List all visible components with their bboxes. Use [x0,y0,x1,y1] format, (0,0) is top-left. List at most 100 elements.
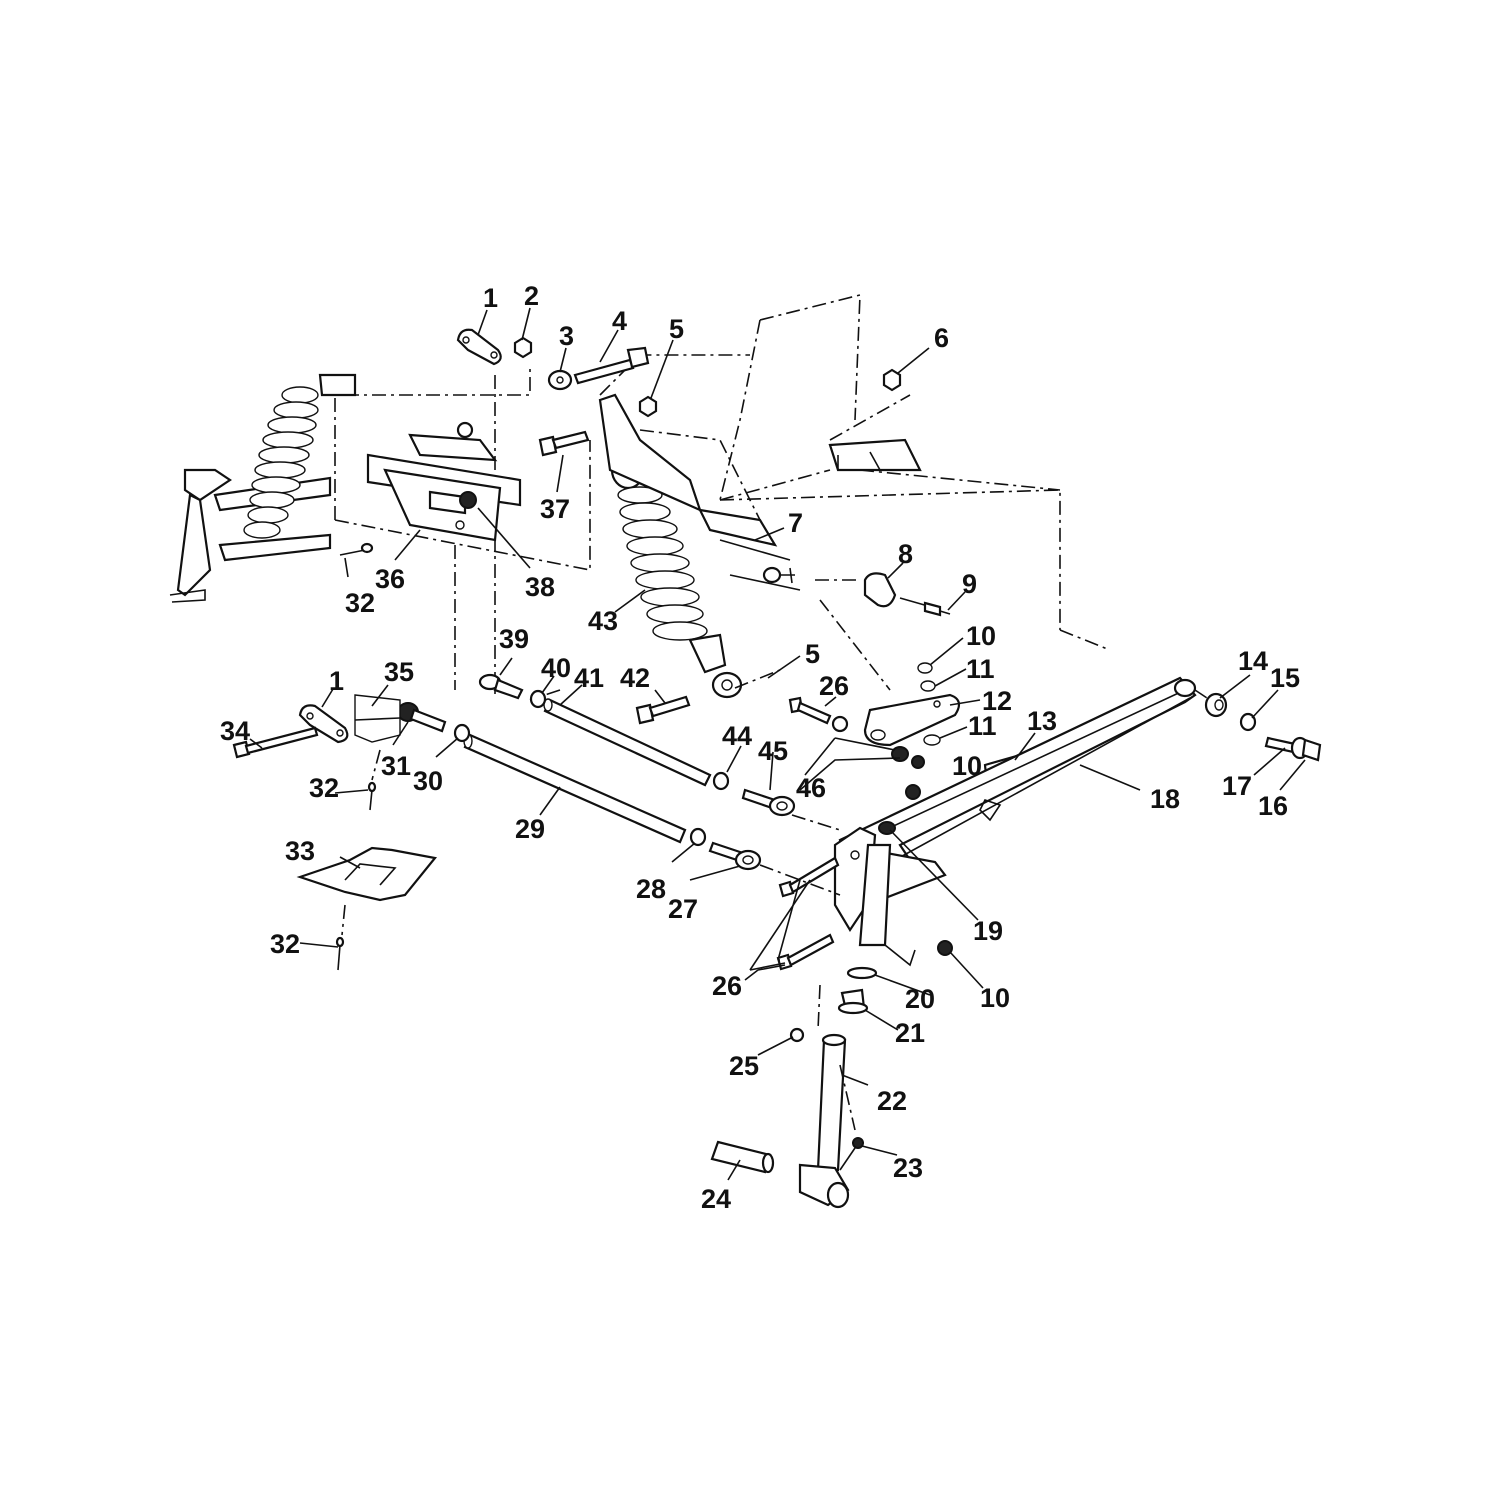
link-plate-1-lower [298,704,349,744]
bushing-21 [837,988,869,1015]
sleeve-24 [710,1140,775,1174]
washer-10-top [917,662,933,674]
label-45: 45 [758,736,788,766]
label-6: 6 [934,323,949,353]
washer-15 [1239,712,1257,732]
label-21: 21 [895,1018,925,1048]
label-18: 18 [1150,784,1180,814]
label-11-top: 11 [966,654,995,684]
label-10-top: 10 [966,621,996,651]
nut-28 [689,827,707,847]
right-end-hardware [1204,692,1322,762]
label-22: 22 [877,1086,907,1116]
label-8: 8 [898,539,913,569]
bushing-8 [863,572,897,608]
frame-outline [334,293,1111,701]
label-25: 25 [729,1051,759,1081]
rod-end-45 [741,788,796,817]
bolt-17 [1264,736,1297,754]
spindle-22 [798,1033,850,1209]
label-32-mid: 32 [309,773,339,803]
bracket-35 [354,694,401,743]
label-42: 42 [620,663,650,693]
label-32-top: 32 [345,588,375,618]
shock-upper-bracket [598,393,801,591]
label-14: 14 [1238,646,1268,676]
label-33: 33 [285,836,315,866]
washer-11-bottom [923,734,941,746]
rod-end-27 [708,841,762,871]
top-hardware [456,328,902,457]
label-28: 28 [636,874,666,904]
bolt-26-upper [788,696,849,733]
label-32-bottom: 32 [270,929,300,959]
label-36: 36 [375,564,405,594]
nut-25 [789,1027,805,1043]
label-29: 29 [515,814,545,844]
label-5-mid: 5 [805,639,820,669]
rod-end-39 [478,673,524,700]
nut-10-bottom [937,940,953,956]
assembly-guides [341,579,1211,1131]
leader-lines [249,307,1306,1181]
main-shock-absorber [610,450,743,699]
link-plate-1 [456,328,502,366]
nut-10-pair [891,746,925,800]
label-39: 39 [499,624,529,654]
label-17: 17 [1222,771,1252,801]
label-44: 44 [722,721,752,751]
bolt-16 [1290,736,1322,762]
label-34: 34 [220,716,250,746]
label-40: 40 [541,653,571,683]
label-4: 4 [612,306,627,336]
bolt-37 [538,430,590,457]
label-7: 7 [788,508,803,538]
label-1-lower: 1 [329,666,344,696]
label-37: 37 [540,494,570,524]
frame-bracket-right [828,438,922,472]
label-43: 43 [588,606,618,636]
tube-41 [543,698,712,787]
nut-5-top [638,395,658,418]
label-20: 20 [905,984,935,1014]
tie-rods [397,673,849,871]
nut-30 [453,723,471,743]
label-38: 38 [525,572,555,602]
spindle-mount [833,821,916,967]
bolt-34 [232,726,319,759]
label-16: 16 [1258,791,1288,821]
label-30: 30 [413,766,443,796]
washer-3 [547,369,573,391]
pin-32-lower [335,936,345,971]
pin-23 [839,1137,864,1171]
rod-end-31 [397,702,447,733]
bushing-14 [1204,692,1228,718]
nut-44 [712,771,730,791]
pin-32-mid [367,781,377,811]
label-1: 1 [483,283,498,313]
left-shock-spring [243,386,319,539]
label-5-top: 5 [669,314,684,344]
label-26-bottom: 26 [712,971,742,1001]
label-10-bottom: 10 [980,983,1010,1013]
nut-6 [882,368,902,392]
label-9: 9 [962,569,977,599]
callout-labels: 1 2 3 4 5 6 37 7 8 9 10 11 12 11 10 13 1… [220,281,1300,1214]
label-11-bottom: 11 [968,711,997,741]
label-35: 35 [384,657,414,687]
nut-40 [529,689,547,709]
pin-32-upper [339,542,374,556]
label-31: 31 [381,751,411,781]
label-27: 27 [668,894,698,924]
washer-11-top [920,680,936,692]
bolt-42 [635,695,691,725]
skid-plate-33 [296,846,438,902]
label-24: 24 [701,1184,731,1214]
label-15: 15 [1270,663,1300,693]
steering-arm-12 [863,693,961,747]
pin-9 [899,597,951,617]
bolts-26-lower [776,856,840,971]
label-46: 46 [796,773,826,803]
